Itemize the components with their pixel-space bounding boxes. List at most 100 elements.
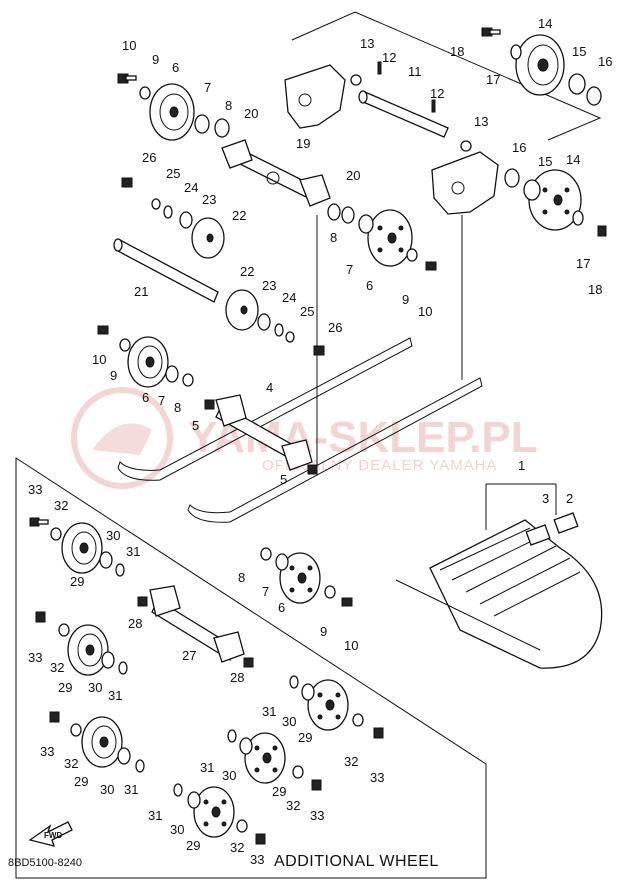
fwd-arrow-icon: FWD (28, 821, 73, 847)
callout-12b: 12 (430, 86, 444, 101)
callout-7d: 7 (262, 584, 269, 599)
callout-1: 1 (518, 458, 525, 473)
callout-17b: 17 (576, 256, 590, 271)
spacer (163, 205, 173, 219)
axle-assembly (149, 585, 245, 663)
slide-rail (117, 337, 483, 523)
washer (50, 527, 62, 541)
callout-25: 25 (166, 166, 180, 181)
callout-10b: 10 (418, 304, 432, 319)
wheel (127, 336, 169, 388)
wheel (225, 289, 259, 331)
bolt (425, 261, 437, 271)
callout-32f: 32 (230, 840, 244, 855)
spacer (214, 118, 230, 138)
callout-29: 29 (70, 574, 84, 589)
callout-16: 16 (598, 54, 612, 69)
callout-labels: 1 2 3 4 5 5 6 6 6 6 7 7 7 7 8 8 8 8 9 9 … (28, 16, 612, 867)
bearing (117, 747, 131, 765)
callout-7: 7 (204, 80, 211, 95)
add-wheel (67, 624, 109, 676)
bolt (255, 833, 266, 845)
callout-6: 6 (172, 60, 179, 75)
callout-29d: 29 (298, 730, 312, 745)
bearing (165, 365, 179, 383)
spacer (260, 547, 272, 561)
bolt (117, 73, 137, 84)
circlip (289, 675, 299, 689)
shaft (113, 238, 219, 303)
drive-track (395, 519, 603, 669)
add-wheel (61, 522, 103, 574)
add-wheel (244, 732, 286, 784)
spacer (182, 373, 194, 387)
callout-30f: 30 (170, 822, 184, 837)
bearing (99, 551, 113, 569)
callout-23: 23 (202, 192, 216, 207)
callout-10: 10 (122, 38, 136, 53)
washer (58, 623, 70, 637)
callout-8b: 8 (330, 230, 337, 245)
bearing (275, 553, 289, 571)
clip (460, 140, 472, 152)
pin (431, 99, 436, 113)
callout-26b: 26 (328, 320, 342, 335)
callout-17: 17 (486, 72, 500, 87)
additional-wheel-frame (15, 457, 487, 879)
callout-13b: 13 (474, 114, 488, 129)
circlip (118, 661, 128, 675)
callout-18b: 18 (588, 282, 602, 297)
callout-31f: 31 (148, 808, 162, 823)
leader-line (485, 483, 557, 530)
callout-11: 11 (408, 64, 422, 79)
bolt (243, 657, 254, 668)
callout-30c: 30 (100, 782, 114, 797)
circlip (135, 759, 145, 773)
washer (572, 210, 584, 226)
callout-5: 5 (192, 418, 199, 433)
spacer (274, 323, 284, 337)
callout-12: 12 (382, 50, 396, 65)
circlip (586, 86, 602, 106)
callout-20b: 20 (346, 168, 360, 183)
watermark: YAMA-SKLEP.PL OFICJALNY DEALER YAMAHA (71, 387, 538, 489)
callout-26: 26 (142, 150, 156, 165)
circlip (115, 563, 125, 577)
callout-7c: 7 (158, 393, 165, 408)
idler-wheel (528, 169, 582, 231)
axle-assembly (221, 139, 331, 207)
callout-29e: 29 (272, 784, 286, 799)
section-caption: ADDITIONAL WHEEL (274, 853, 439, 870)
callout-8: 8 (225, 98, 232, 113)
wheel (191, 217, 225, 259)
wheel (279, 552, 321, 604)
add-wheel (193, 786, 235, 838)
washer (139, 86, 151, 100)
spacer (327, 203, 341, 221)
callout-15b: 15 (538, 154, 552, 169)
axle-assembly (215, 394, 313, 471)
bracket-right (431, 151, 499, 215)
bearing (568, 73, 586, 95)
callout-16b: 16 (512, 140, 526, 155)
bolt (49, 711, 60, 723)
callout-31d: 31 (262, 704, 276, 719)
bolt (597, 225, 607, 237)
bolt (373, 727, 384, 739)
bolt (29, 517, 49, 527)
washer (151, 198, 161, 210)
callout-33b: 33 (28, 650, 42, 665)
circlip (504, 168, 520, 188)
washer (510, 44, 522, 60)
callout-33: 33 (28, 482, 42, 497)
callout-33f: 33 (250, 852, 264, 867)
callout-23b: 23 (262, 278, 276, 293)
circlip (173, 783, 183, 797)
bearing (301, 683, 315, 701)
callout-25b: 25 (300, 304, 314, 319)
bracket-left (284, 64, 346, 129)
callout-2: 2 (566, 491, 573, 506)
callout-4: 4 (266, 380, 273, 395)
washer (406, 248, 418, 262)
callout-30d: 30 (282, 714, 296, 729)
